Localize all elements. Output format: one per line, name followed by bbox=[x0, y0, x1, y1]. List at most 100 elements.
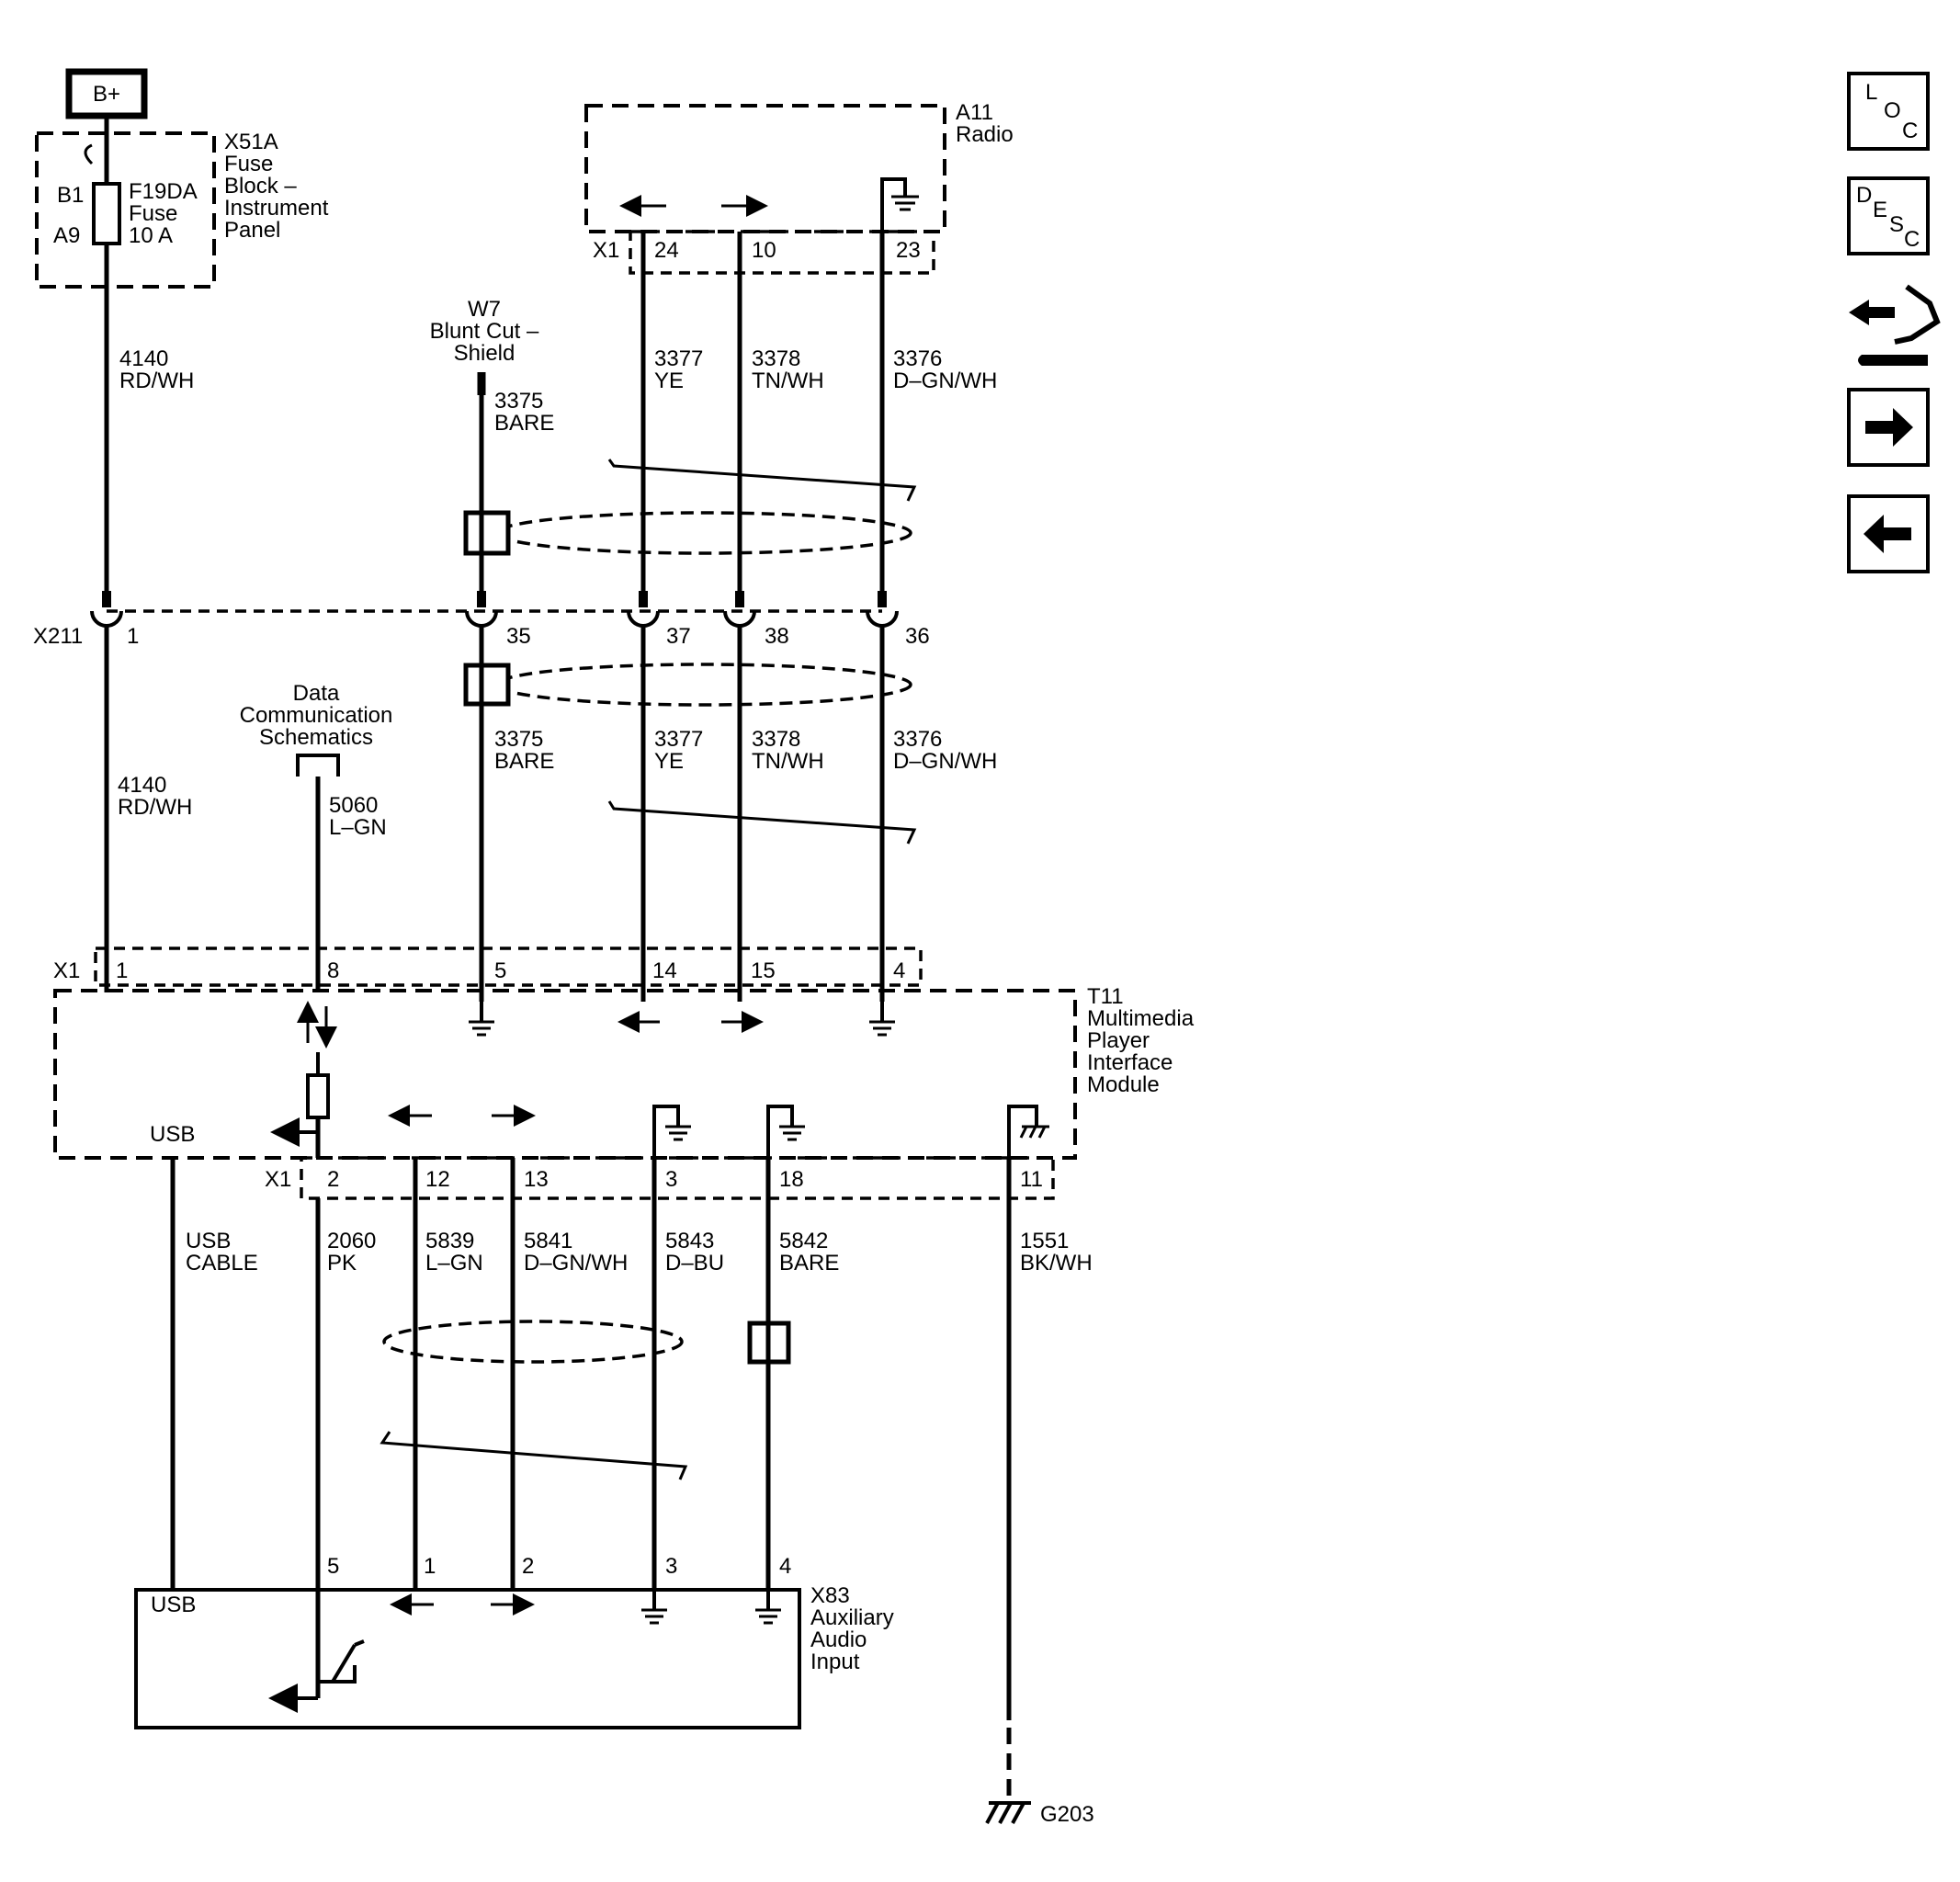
wires-lower bbox=[170, 1158, 1012, 1799]
twisted-pair-icon bbox=[607, 459, 917, 502]
wire-color: D–GN/WH bbox=[524, 1251, 628, 1275]
ground-icon bbox=[766, 1105, 805, 1158]
ground-icon bbox=[469, 1002, 494, 1037]
twisted-pair-icon bbox=[380, 1431, 688, 1480]
wire-circuit: 4140 bbox=[118, 773, 166, 798]
aux-pin: 2 bbox=[522, 1554, 534, 1579]
ground-icon bbox=[755, 1590, 781, 1625]
connector-pin: 38 bbox=[765, 624, 789, 649]
module-pin: 15 bbox=[751, 958, 776, 983]
wire-color: L–GN bbox=[329, 815, 387, 840]
fuse-block-desc: Panel bbox=[224, 218, 280, 243]
wire-circuit: 5060 bbox=[329, 793, 378, 818]
wire-circuit: 5841 bbox=[524, 1229, 572, 1253]
desc-button[interactable]: D E S C bbox=[1847, 176, 1930, 255]
wire-labels-middle: 4140 RD/WH 5060 L–GN 3375 BARE 3377 YE 3… bbox=[118, 727, 997, 840]
wire-circuit: 5843 bbox=[665, 1229, 714, 1253]
resistor-icon bbox=[306, 1073, 330, 1119]
fuse-pin-bottom: A9 bbox=[53, 223, 80, 248]
module-pin: 11 bbox=[1020, 1167, 1043, 1192]
shield-name: W7 bbox=[468, 297, 501, 322]
fuse-rating: 10 A bbox=[129, 223, 173, 248]
module-name: T11 bbox=[1087, 984, 1124, 1009]
module-desc: Player bbox=[1087, 1028, 1150, 1053]
prev-button[interactable] bbox=[1847, 494, 1930, 573]
data-comm-label: Schematics bbox=[259, 725, 373, 750]
location-icon: C bbox=[1902, 119, 1918, 143]
module-desc: Interface bbox=[1087, 1050, 1173, 1075]
wire-circuit: 4140 bbox=[119, 346, 168, 371]
aux-input-x83: USB X83 Auxiliary Audio Input 5 1 2 3 4 bbox=[134, 1554, 894, 1729]
shield-drain-icon bbox=[382, 1320, 791, 1365]
wire-color: RD/WH bbox=[119, 368, 194, 393]
aux-pin: 4 bbox=[779, 1554, 791, 1579]
radio-a11: A11 Radio X1 24 10 23 bbox=[584, 100, 1014, 275]
wire-color: BARE bbox=[494, 749, 554, 774]
wire-circuit: 3375 bbox=[494, 727, 543, 752]
wire-circuit: USB bbox=[186, 1229, 231, 1253]
wire-color: TN/WH bbox=[752, 368, 824, 393]
loc-button[interactable]: L O C bbox=[1847, 72, 1930, 151]
module-desc: Module bbox=[1087, 1072, 1160, 1097]
fuse-block-x51a: B1 A9 F19DA Fuse 10 A X51A Fuse Block – … bbox=[35, 116, 329, 289]
ground-icon bbox=[880, 177, 919, 232]
module-pin: 18 bbox=[779, 1167, 804, 1192]
wires-upper bbox=[102, 232, 887, 607]
fuse-icon bbox=[92, 182, 121, 245]
module-top-connector: X1 bbox=[53, 958, 80, 983]
aux-desc: Audio bbox=[810, 1627, 867, 1652]
radio-pin: 10 bbox=[752, 238, 776, 263]
fuse-block-desc: Block – bbox=[224, 174, 297, 198]
aux-pin: 3 bbox=[665, 1554, 677, 1579]
repair-button[interactable] bbox=[1849, 284, 1941, 366]
wire-circuit: 3376 bbox=[893, 727, 942, 752]
description-icon: S bbox=[1889, 212, 1904, 237]
wire-color: PK bbox=[327, 1251, 357, 1275]
wire-color: BARE bbox=[494, 411, 554, 436]
next-button[interactable] bbox=[1847, 388, 1930, 467]
fuse-block-desc: Fuse bbox=[224, 152, 273, 176]
shield-drain-icon bbox=[463, 663, 912, 707]
connector-pin: 36 bbox=[905, 624, 930, 649]
wire-color: RD/WH bbox=[118, 795, 192, 820]
aux-desc: Input bbox=[810, 1650, 860, 1674]
data-comm-label: Data bbox=[293, 681, 340, 706]
description-icon: D bbox=[1856, 183, 1872, 208]
connector-pin: 37 bbox=[666, 624, 691, 649]
radio-pin: 24 bbox=[654, 238, 679, 263]
ground-icon bbox=[641, 1590, 667, 1625]
wire-circuit: 3378 bbox=[752, 346, 800, 371]
aux-pin: 5 bbox=[327, 1554, 339, 1579]
power-source: B+ bbox=[65, 68, 148, 119]
wire-circuit: 3377 bbox=[654, 346, 703, 371]
description-icon: C bbox=[1904, 227, 1920, 252]
wire-color: D–GN/WH bbox=[893, 368, 997, 393]
wire-circuit: 5842 bbox=[779, 1229, 828, 1253]
wire-color: BARE bbox=[779, 1251, 839, 1275]
aux-usb-label: USB bbox=[151, 1593, 196, 1617]
wire-color: CABLE bbox=[186, 1251, 258, 1275]
module-usb-label: USB bbox=[150, 1122, 195, 1147]
arrow-left-icon bbox=[1864, 515, 1911, 553]
wire-color: YE bbox=[654, 749, 684, 774]
aux-pin: 1 bbox=[424, 1554, 436, 1579]
module-pin: 1 bbox=[116, 958, 128, 983]
shield-w7: W7 Blunt Cut – Shield bbox=[430, 297, 539, 395]
ground-icon bbox=[652, 1105, 691, 1158]
module-pin: 5 bbox=[494, 958, 506, 983]
fuse-name: F19DA bbox=[129, 179, 198, 204]
fuse-block-desc: Instrument bbox=[224, 196, 329, 221]
connector-pin: 1 bbox=[127, 624, 139, 649]
radio-desc: Radio bbox=[956, 122, 1014, 147]
module-pin: 12 bbox=[425, 1167, 450, 1192]
twisted-pair-icon bbox=[607, 800, 917, 845]
module-t11: T11 Multimedia Player Interface Module U… bbox=[53, 947, 1195, 1200]
wire-labels-upper: 4140 RD/WH 3375 BARE 3377 YE 3378 TN/WH … bbox=[119, 346, 997, 436]
wire-color: L–GN bbox=[425, 1251, 483, 1275]
module-pin: 2 bbox=[327, 1167, 339, 1192]
wire-color: YE bbox=[654, 368, 684, 393]
radio-connector: X1 bbox=[593, 238, 619, 263]
ground-icon bbox=[869, 1002, 895, 1037]
power-label: B+ bbox=[93, 82, 120, 107]
radio-pin: 23 bbox=[896, 238, 921, 263]
